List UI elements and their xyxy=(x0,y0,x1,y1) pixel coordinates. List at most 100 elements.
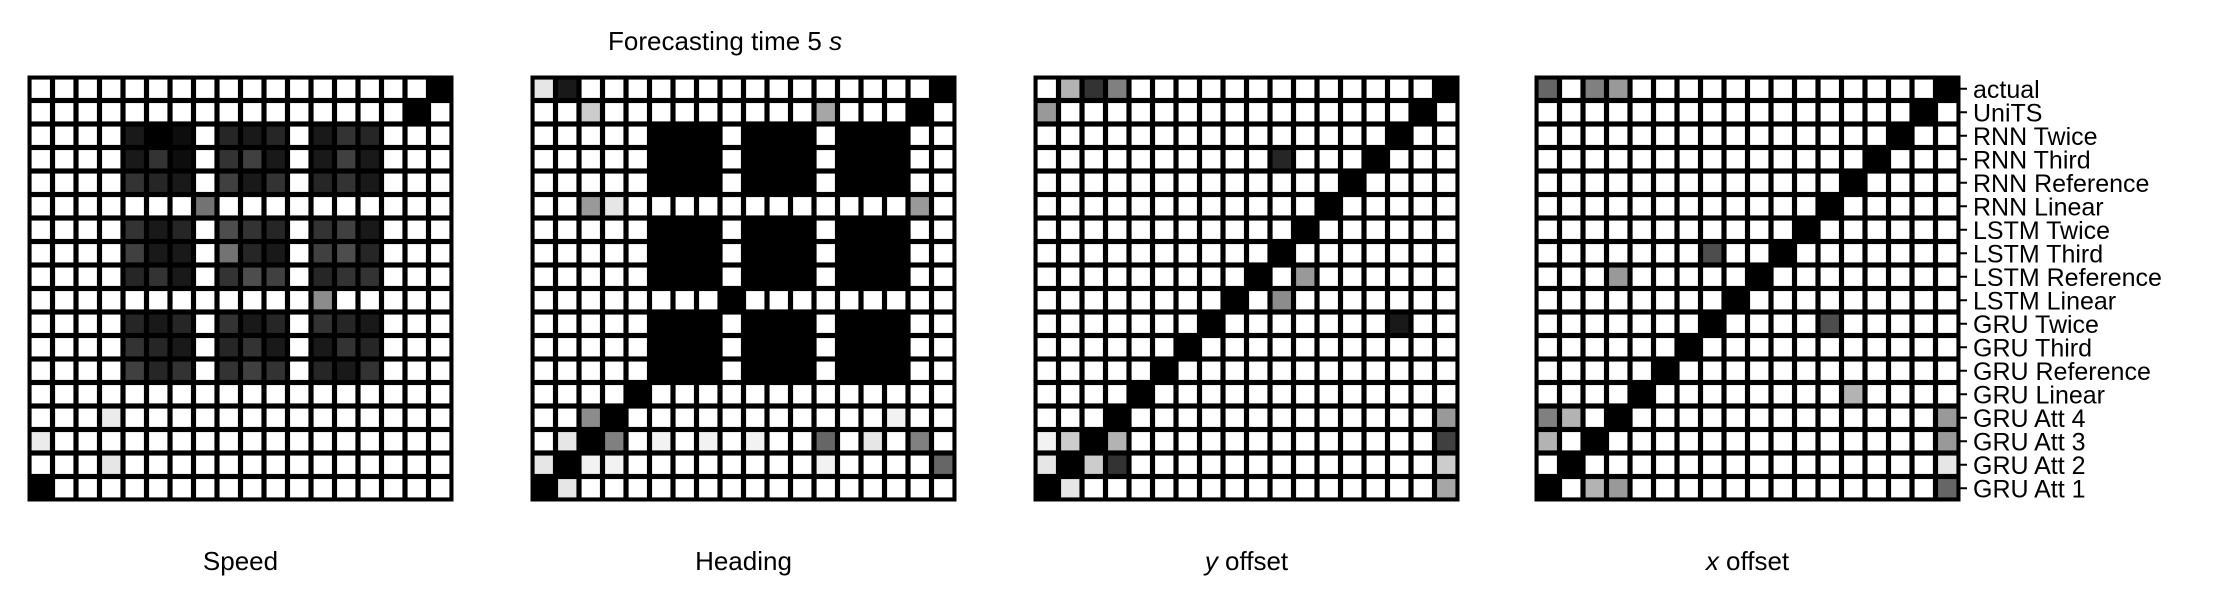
heatmap-cell-r9-c8 xyxy=(219,291,238,310)
heatmap-cell-r10-c9 xyxy=(1249,314,1268,333)
heatmap-cell-r16-c3 xyxy=(605,455,624,474)
heatmap-cell-r1-c11 xyxy=(1797,103,1816,122)
heatmap-cell-r14-c3 xyxy=(102,408,121,427)
heatmap-cell-r17-c16 xyxy=(1413,479,1432,498)
heatmap-cell-r14-c5 xyxy=(652,408,671,427)
heatmap-cell-r1-c0 xyxy=(1037,103,1056,122)
heatmap-cell-r6-c2 xyxy=(1084,220,1103,239)
heatmap-cell-r2-c5 xyxy=(149,126,168,145)
heatmap-cell-r5-c10 xyxy=(266,197,285,216)
heatmap-cell-r13-c5 xyxy=(1155,385,1174,404)
heatmap-cell-r0-c13 xyxy=(337,79,356,98)
heatmap-cell-r0-c8 xyxy=(219,79,238,98)
heatmap-cell-r1-c6 xyxy=(1679,103,1698,122)
heatmap-cell-r5-c7 xyxy=(699,197,718,216)
heatmap-cell-r2-c14 xyxy=(1867,126,1886,145)
heatmap-cell-r9-c1 xyxy=(558,291,577,310)
heatmap-cell-r3-c16 xyxy=(1914,150,1933,169)
heatmap-cell-r16-c0 xyxy=(1538,455,1557,474)
heatmap-cell-r3-c17 xyxy=(1938,150,1957,169)
heatmap-cell-r13-c6 xyxy=(172,385,191,404)
heatmap-panel-2: Heading xyxy=(530,75,957,576)
heatmap-cell-r15-c13 xyxy=(1844,432,1863,451)
heatmap-cell-r1-c0 xyxy=(534,103,553,122)
heatmap-cell-r16-c4 xyxy=(125,455,144,474)
heatmap-cell-r2-c4 xyxy=(1632,126,1651,145)
heatmap-cell-r2-c12 xyxy=(816,126,835,145)
heatmap-cell-r9-c11 xyxy=(793,291,812,310)
heatmap-cell-r2-c4 xyxy=(125,126,144,145)
heatmap-cell-r7-c9 xyxy=(243,244,262,263)
heatmap-cell-r7-c5 xyxy=(149,244,168,263)
heatmap-cell-r16-c17 xyxy=(1437,455,1456,474)
heatmap-cell-r11-c4 xyxy=(1131,338,1150,357)
heatmap-cell-r14-c15 xyxy=(384,408,403,427)
heatmap-cell-r11-c9 xyxy=(1750,338,1769,357)
heatmap-cell-r15-c12 xyxy=(313,432,332,451)
heatmap-cell-r16-c6 xyxy=(675,455,694,474)
heatmap-cell-r5-c14 xyxy=(1366,197,1385,216)
ytick-label: GRU Linear xyxy=(1973,381,2105,409)
heatmap-cell-r2-c11 xyxy=(290,126,309,145)
heatmap-cell-r13-c6 xyxy=(1679,385,1698,404)
heatmap-cell-r7-c4 xyxy=(125,244,144,263)
heatmap-cell-r15-c6 xyxy=(675,432,694,451)
heatmap-cell-r3-c12 xyxy=(313,150,332,169)
heatmap-panel-3: y offset xyxy=(1033,75,1460,576)
heatmap-cell-r6-c11 xyxy=(1296,220,1315,239)
heatmap-cell-r17-c13 xyxy=(1343,479,1362,498)
heatmap-cell-r3-c7 xyxy=(1703,150,1722,169)
heatmap-cell-r6-c6 xyxy=(675,220,694,239)
heatmap-cell-r11-c13 xyxy=(337,338,356,357)
heatmap-cell-r4-c5 xyxy=(652,173,671,192)
heatmap-cell-r9-c4 xyxy=(628,291,647,310)
heatmap-cell-r3-c1 xyxy=(1562,150,1581,169)
heatmap-cell-r4-c5 xyxy=(149,173,168,192)
heatmap-cell-r2-c8 xyxy=(219,126,238,145)
heatmap-cell-r10-c0 xyxy=(1538,314,1557,333)
heatmap-cell-r11-c2 xyxy=(1084,338,1103,357)
heatmap-cell-r4-c13 xyxy=(840,173,859,192)
heatmap-cell-r7-c11 xyxy=(290,244,309,263)
heatmap-cell-r8-c15 xyxy=(384,267,403,286)
heatmap-cell-r0-c4 xyxy=(628,79,647,98)
heatmap-cell-r11-c6 xyxy=(1178,338,1197,357)
heatmap-cell-r7-c1 xyxy=(558,244,577,263)
heatmap-cell-r12-c8 xyxy=(1726,361,1745,380)
heatmap-cell-r0-c9 xyxy=(1249,79,1268,98)
heatmap-cell-r15-c7 xyxy=(196,432,215,451)
heatmap-cell-r11-c5 xyxy=(149,338,168,357)
heatmap-cell-r15-c14 xyxy=(1366,432,1385,451)
heatmap-cell-r10-c0 xyxy=(31,314,50,333)
heatmap-cell-r4-c8 xyxy=(219,173,238,192)
heatmap-cell-r17-c6 xyxy=(172,479,191,498)
heatmap-cell-r0-c7 xyxy=(1703,79,1722,98)
heatmap-cell-r6-c4 xyxy=(628,220,647,239)
heatmap-cell-r6-c9 xyxy=(1750,220,1769,239)
heatmap-cell-r12-c10 xyxy=(1272,361,1291,380)
heatmap-cell-r3-c13 xyxy=(1844,150,1863,169)
heatmap-cell-r0-c9 xyxy=(243,79,262,98)
heatmap-cell-r12-c16 xyxy=(407,361,426,380)
heatmap-cell-r17-c10 xyxy=(1773,479,1792,498)
heatmap-cell-r2-c8 xyxy=(1225,126,1244,145)
heatmap-cell-r12-c5 xyxy=(1155,361,1174,380)
heatmap-cell-r16-c13 xyxy=(337,455,356,474)
heatmap-cell-r4-c9 xyxy=(1750,173,1769,192)
heatmap-cell-r6-c0 xyxy=(1538,220,1557,239)
heatmap-cell-r14-c16 xyxy=(1413,408,1432,427)
heatmap-cell-r9-c11 xyxy=(290,291,309,310)
heatmap-cell-r8-c5 xyxy=(1656,267,1675,286)
heatmap-cell-r0-c5 xyxy=(652,79,671,98)
heatmap-cell-r17-c7 xyxy=(1703,479,1722,498)
heatmap-cell-r10-c3 xyxy=(605,314,624,333)
heatmap-cell-r8-c14 xyxy=(863,267,882,286)
heatmap-cell-r5-c4 xyxy=(628,197,647,216)
heatmap-cell-r7-c14 xyxy=(360,244,379,263)
heatmap-cell-r5-c13 xyxy=(840,197,859,216)
heatmap-cell-r6-c1 xyxy=(1061,220,1080,239)
heatmap-cell-r5-c1 xyxy=(55,197,74,216)
heatmap-cell-r1-c10 xyxy=(266,103,285,122)
heatmap-cell-r16-c17 xyxy=(934,455,953,474)
heatmap-cell-r11-c12 xyxy=(1319,338,1338,357)
